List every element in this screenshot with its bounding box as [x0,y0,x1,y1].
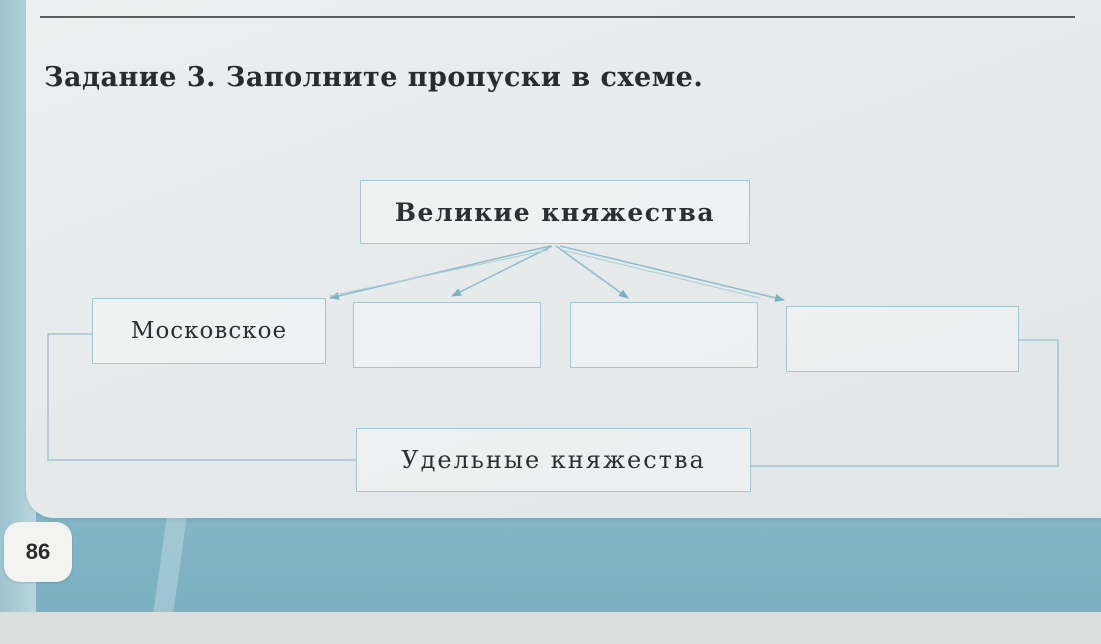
great-principalities-box: Великие княжества [360,180,750,244]
moscow-principality-label: Московское [130,318,288,344]
blank-box-1[interactable] [353,302,541,368]
moscow-principality-box: Московское [92,298,326,364]
bracket-left [47,333,356,461]
arrow-to-blank-1 [451,245,553,297]
arrow-to-blank-2 [555,245,629,299]
appanage-principalities-box: Удельные княжества [356,428,751,492]
page-number: 86 [25,539,51,564]
blank-box-3[interactable] [786,306,1019,372]
arrow-to-moscow [329,245,551,300]
arrow-shadow-2 [561,249,761,299]
appanage-principalities-label: Удельные княжества [401,446,706,474]
bottom-band [0,612,1101,644]
arrow-shadow-1 [329,249,549,297]
page-number-badge: 86 [4,522,72,582]
great-principalities-label: Великие княжества [394,197,716,227]
worksheet-panel [26,0,1101,518]
top-rule [40,16,1075,18]
task-title: Задание 3. Заполните пропуски в схеме. [44,62,704,93]
arrow-to-blank-3 [559,245,785,302]
blank-box-2[interactable] [570,302,758,368]
bracket-right [751,339,1059,467]
